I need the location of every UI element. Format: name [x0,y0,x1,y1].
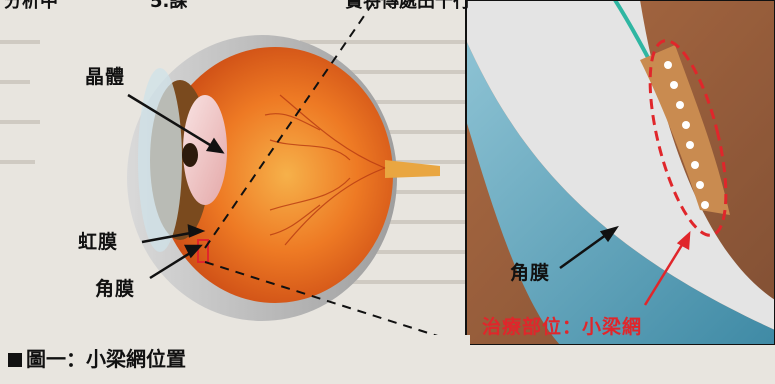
caption-square-icon [8,353,22,367]
label-cornea-right: 角膜 [510,262,551,284]
panel-arrows [559,225,619,270]
blood-vessels [264,94,386,246]
meshwork-dots [664,61,709,209]
label-treatment-site: 治療部位：小梁網 [482,316,643,338]
top-fragment-3: 實特傳處田千行 [345,0,471,12]
sclera-magnified [466,0,775,330]
caption-text: 圖一：小梁網位置 [26,347,186,371]
magnified-panel [465,0,775,346]
treatment-arrow [643,230,691,306]
zoom-lines [204,0,467,346]
trabecular-marker-box [197,239,209,263]
caption-band [0,335,470,380]
top-fragment-2: 5.課 [150,0,188,12]
label-lens: 晶體 [85,66,126,88]
meshwork-band [640,45,730,215]
label-cornea-left: 角膜 [95,278,136,300]
cornea-magnified [466,40,775,345]
optic-nerve [385,160,440,178]
figure-caption: 圖一：小梁網位置 [8,343,186,372]
lens-shape [183,95,227,205]
pupil [182,143,198,167]
label-iris: 虹膜 [78,231,119,253]
label-arrows [127,93,225,280]
top-fragment-1: 分析中 [4,0,58,12]
cornea-shape [138,68,182,252]
treatment-highlight-ellipse [648,39,728,237]
